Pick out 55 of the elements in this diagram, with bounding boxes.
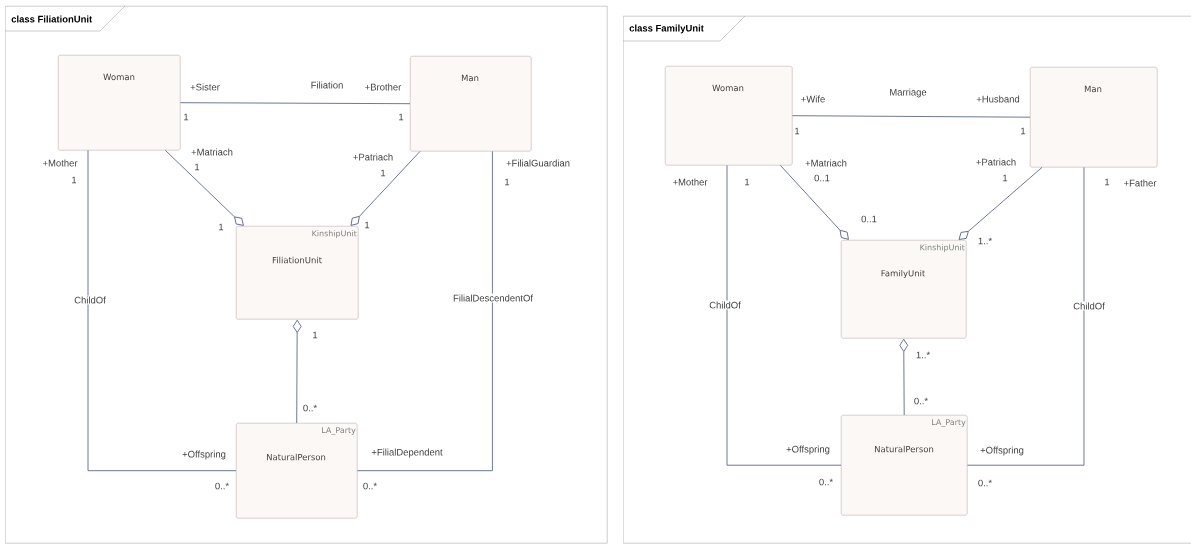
aggregation-line [958, 166, 1043, 240]
association-line [87, 149, 237, 472]
role-label: 1..* [916, 351, 930, 359]
role-label: +Sister [190, 83, 220, 91]
role-label: +Matriach [191, 148, 233, 156]
role-label: 1 [1003, 174, 1008, 182]
role-label: 1 [745, 178, 750, 186]
class-box: Man [410, 56, 532, 152]
aggregation-line [899, 338, 909, 416]
role-label: +Brother [365, 83, 402, 91]
role-label: 1 [219, 223, 224, 231]
role-label: 1 [505, 178, 510, 186]
role-label: +Offspring [786, 445, 830, 455]
association-line [179, 102, 411, 105]
edge-label: Filiation [309, 80, 345, 90]
role-label: 1 [365, 221, 370, 229]
role-label: +FilialGuardian [506, 159, 570, 167]
association-line [791, 115, 1031, 118]
association-line [726, 164, 842, 466]
class-box: Woman [58, 55, 181, 151]
association-line [966, 166, 1085, 466]
role-label: 0..* [978, 479, 992, 487]
edge-label: Marriage [888, 87, 928, 99]
role-label: +Matriach [805, 159, 847, 167]
role-label: +Husband [976, 95, 1020, 103]
role-label: 1 [195, 163, 200, 171]
role-label: 0..* [303, 404, 317, 412]
aggregation-line [292, 319, 302, 424]
aggregation-line [779, 164, 849, 240]
role-label: 1 [1105, 178, 1110, 186]
role-label: 1..* [978, 237, 992, 245]
role-label: +Mother [43, 159, 78, 167]
role-label: +Father [1124, 179, 1157, 187]
association-line [356, 150, 493, 472]
class-box: Man [1030, 67, 1158, 168]
role-label: 0..1 [861, 215, 877, 223]
class-box: Woman [665, 66, 793, 166]
aggregation-line [164, 149, 244, 226]
edge-label: ChildOf [73, 295, 107, 305]
role-label: +Wife [801, 95, 825, 103]
role-label: +Offspring [980, 446, 1024, 456]
role-label: +FilialDependent [371, 448, 443, 458]
role-label: +Offspring [182, 450, 226, 460]
edge-label: ChildOf [708, 300, 742, 310]
edge-label: ChildOf [1072, 301, 1106, 311]
role-label: 1 [381, 169, 386, 177]
role-label: +Patriach [976, 158, 1016, 166]
role-label: +Patriach [353, 153, 393, 161]
role-label: +Mother [673, 178, 708, 186]
role-label: 1 [72, 176, 77, 184]
role-label: 0..* [914, 397, 928, 405]
aggregation-line [350, 150, 421, 226]
edge-label: FilialDescendentOf [452, 293, 534, 303]
role-label: 0..1 [814, 174, 830, 182]
role-label: 1 [313, 331, 318, 339]
